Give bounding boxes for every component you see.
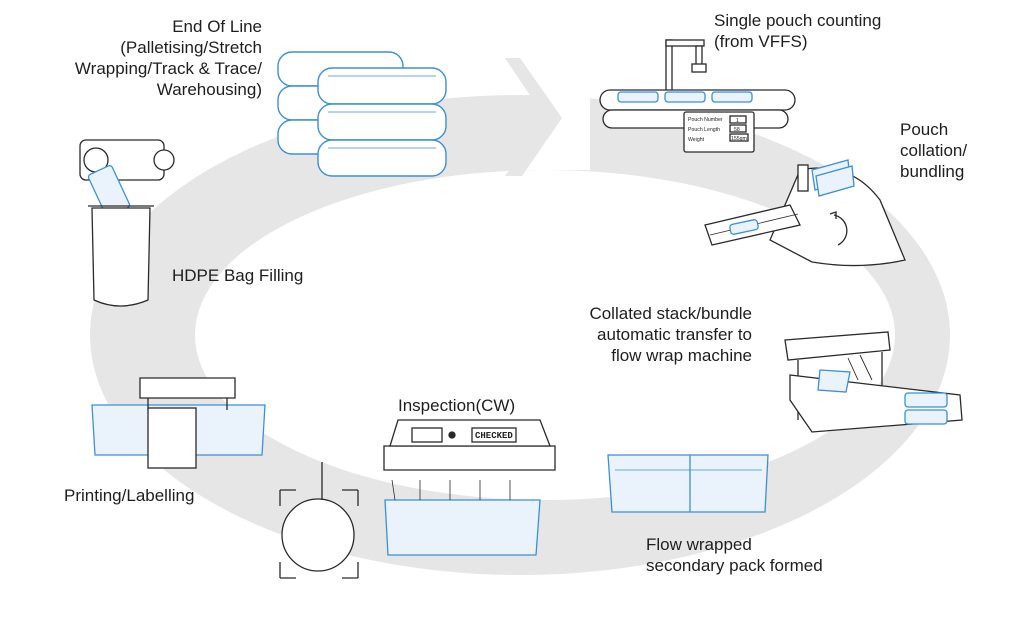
pouch-collation-line-1: Pouch	[900, 120, 949, 139]
label-single-pouch-counting: Single pouch counting (from VFFS)	[714, 10, 954, 52]
label-pouch-collation: Pouch collation/ bundling	[900, 119, 1010, 182]
pouch-number-label: Pouch Number	[688, 117, 723, 123]
end-of-line-line-2: (Palletising/Stretch	[120, 38, 262, 57]
stacked-pouches-illustration	[277, 51, 447, 177]
label-collated-transfer: Collated stack/bundle automatic transfer…	[530, 303, 752, 366]
label-hdpe-bag-filling: HDPE Bag Filling	[172, 265, 332, 286]
single-pouch-line-1: Single pouch counting	[714, 11, 882, 30]
collated-transfer-line-2: automatic transfer to	[597, 325, 752, 344]
pouch-number-value: 1	[736, 118, 739, 124]
pouch-length-label: Pouch Length	[688, 127, 720, 133]
end-of-line-line-1: End Of Line	[172, 17, 262, 36]
label-inspection: Inspection(CW)	[398, 395, 558, 416]
end-of-line-line-3: Wrapping/Track & Trace/	[74, 59, 262, 78]
pouch-collation-line-2: collation/	[900, 141, 968, 160]
end-of-line-line-4: Warehousing)	[156, 80, 262, 99]
label-printing-labelling: Printing/Labelling	[64, 485, 244, 506]
counting-conveyor-illustration: Pouch Number 1 Pouch Length 58 Weight 15…	[599, 39, 796, 153]
inspection-checkweigher-illustration: CHECKED	[279, 419, 556, 579]
flow-wrapped-line-1: Flow wrapped	[646, 535, 752, 554]
label-flow-wrapped: Flow wrapped secondary pack formed	[646, 534, 866, 576]
inspection-line-1: Inspection(CW)	[398, 396, 516, 415]
weight-value: 155gm	[731, 136, 747, 142]
hdpe-bag-filling-illustration	[79, 139, 175, 307]
pouch-collation-line-3: bundling	[900, 162, 965, 181]
checked-stamp: CHECKED	[475, 431, 513, 441]
pouch-length-value: 58	[734, 127, 740, 133]
flow-wrapped-line-2: secondary pack formed	[646, 556, 823, 575]
hdpe-line-1: HDPE Bag Filling	[172, 266, 304, 285]
flow-wrap-transfer-illustration	[784, 331, 963, 433]
collated-transfer-line-3: flow wrap machine	[611, 346, 752, 365]
weight-label: Weight	[688, 137, 705, 143]
printing-line-1: Printing/Labelling	[64, 486, 195, 505]
collation-illustration	[704, 159, 906, 267]
label-end-of-line: End Of Line (Palletising/Stretch Wrappin…	[40, 16, 262, 100]
flow-wrapped-pack-illustration	[607, 454, 769, 513]
single-pouch-line-2: (from VFFS)	[714, 32, 808, 51]
printing-labelling-illustration	[91, 377, 266, 469]
collated-transfer-line-1: Collated stack/bundle	[589, 304, 752, 323]
